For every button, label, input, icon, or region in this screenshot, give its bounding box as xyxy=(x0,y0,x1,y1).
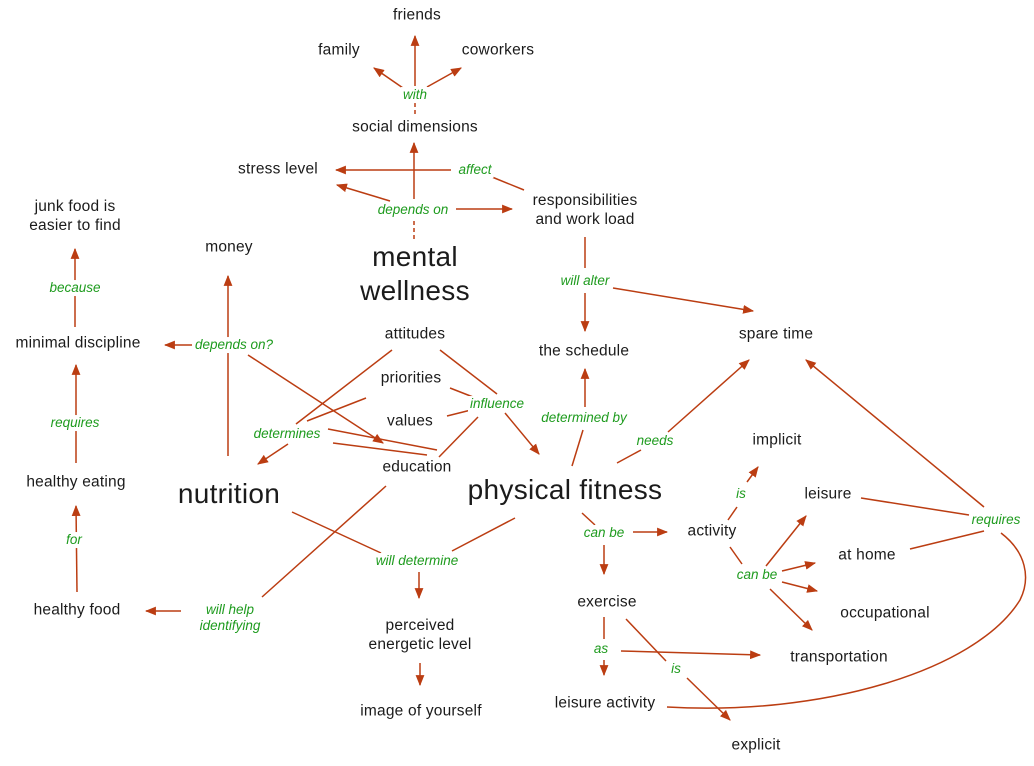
edge-can-be-2-occupational xyxy=(781,581,819,593)
edge-with-family xyxy=(373,67,404,89)
link-label-requires-left[interactable]: requires xyxy=(48,415,102,431)
link-label-is-1[interactable]: is xyxy=(734,486,748,502)
concept-junk-food[interactable]: junk food is easier to find xyxy=(29,198,121,234)
edge-activity-is-1 xyxy=(727,506,738,521)
edge-attitudes-influence xyxy=(439,349,498,395)
concept-minimal-discipline[interactable]: minimal discipline xyxy=(15,334,141,352)
edge-leisure-requires xyxy=(860,497,970,516)
edge-values-determines xyxy=(327,428,438,451)
edge-education-determines xyxy=(332,442,428,456)
link-label-will-alter[interactable]: will alter xyxy=(558,273,612,289)
edge-values-influence xyxy=(446,409,472,417)
concept-education[interactable]: education xyxy=(382,458,452,476)
link-label-needs[interactable]: needs xyxy=(634,433,676,449)
edge-influence-physical-fitness xyxy=(504,412,540,455)
concept-social-dimensions[interactable]: social dimensions xyxy=(352,118,478,136)
edge-priorities-determines xyxy=(306,397,367,422)
concept-responsibilities[interactable]: responsibilities and work load xyxy=(532,192,638,228)
concept-mental-wellness[interactable]: mental wellness xyxy=(360,240,470,306)
edge-is-2-explicit xyxy=(686,677,731,721)
edge-with-coworkers xyxy=(426,67,462,88)
concept-priorities[interactable]: priorities xyxy=(380,369,442,387)
edge-education-influence xyxy=(438,416,479,458)
concept-image-of-yourself[interactable]: image of yourself xyxy=(360,702,482,720)
concept-stress-level[interactable]: stress level xyxy=(238,160,318,178)
concept-values[interactable]: values xyxy=(386,412,434,430)
concept-friends[interactable]: friends xyxy=(393,6,441,24)
concept-the-schedule[interactable]: the schedule xyxy=(538,342,630,360)
link-label-can-be-2[interactable]: can be xyxy=(734,567,780,583)
edge-as-transportation xyxy=(620,650,762,660)
edge-leisure-activity-requires xyxy=(666,532,1027,709)
link-label-is-2[interactable]: is xyxy=(669,661,683,677)
concept-perceived-energetic-level[interactable]: perceived energetic level xyxy=(368,617,472,653)
link-label-affect[interactable]: affect xyxy=(456,162,494,178)
concept-money[interactable]: money xyxy=(205,238,253,256)
link-label-depends-on[interactable]: depends on xyxy=(375,202,451,218)
link-label-as[interactable]: as xyxy=(591,641,611,657)
edge-can-be-2-transportation xyxy=(769,588,813,631)
edge-education-will-help xyxy=(261,485,387,598)
concept-explicit[interactable]: explicit xyxy=(731,736,781,754)
edge-physical-fitness-will-determine xyxy=(451,517,516,552)
link-label-requires-right[interactable]: requires xyxy=(969,512,1023,528)
concept-at-home[interactable]: at home xyxy=(838,546,896,564)
concept-spare-time[interactable]: spare time xyxy=(738,325,814,343)
link-label-determined-by[interactable]: determined by xyxy=(539,410,629,426)
edge-responsibilities-affect xyxy=(491,176,525,191)
edge-requires-spare-time xyxy=(805,359,985,508)
edge-priorities-influence xyxy=(449,387,474,398)
link-label-can-be-1[interactable]: can be xyxy=(581,525,627,541)
edge-at-home-requires xyxy=(909,530,985,550)
edge-physical-fitness-can-be-1 xyxy=(581,512,596,526)
concept-coworkers[interactable]: coworkers xyxy=(461,41,535,59)
concept-physical-fitness[interactable]: physical fitness xyxy=(467,473,663,505)
edge-physical-fitness-determined-by xyxy=(571,429,584,467)
concept-nutrition[interactable]: nutrition xyxy=(177,477,281,509)
edge-nutrition-will-determine xyxy=(291,511,382,554)
concept-attitudes[interactable]: attitudes xyxy=(384,325,446,343)
edge-depends-on-q-education xyxy=(247,354,384,444)
link-label-for[interactable]: for xyxy=(64,532,84,548)
edge-for-healthy-eating xyxy=(71,504,81,593)
concept-leisure-activity[interactable]: leisure activity xyxy=(554,694,656,712)
link-label-determines[interactable]: determines xyxy=(251,426,323,442)
link-label-will-help-identifying[interactable]: will help identifying xyxy=(197,602,263,634)
link-label-will-determine[interactable]: will determine xyxy=(373,553,461,569)
concept-leisure[interactable]: leisure xyxy=(804,485,852,503)
edge-attitudes-determines xyxy=(295,349,393,425)
link-label-with[interactable]: with xyxy=(400,87,430,103)
concept-exercise[interactable]: exercise xyxy=(577,593,637,611)
edge-determines-nutrition xyxy=(257,443,289,465)
edge-is-1-implicit xyxy=(746,466,759,483)
concept-family[interactable]: family xyxy=(318,41,360,59)
concept-implicit[interactable]: implicit xyxy=(752,431,802,449)
edge-can-be-2-at-home xyxy=(781,561,817,572)
concept-healthy-food[interactable]: healthy food xyxy=(33,601,121,619)
edge-depends-on-stress-level xyxy=(335,183,391,202)
edge-can-be-2-leisure xyxy=(765,515,807,567)
link-label-depends-on-q[interactable]: depends on? xyxy=(192,337,276,353)
link-label-influence[interactable]: influence xyxy=(467,396,527,412)
edge-will-alter-spare-time xyxy=(612,287,755,314)
link-label-because[interactable]: because xyxy=(47,280,103,296)
edge-activity-can-be-2 xyxy=(729,546,743,565)
concept-occupational[interactable]: occupational xyxy=(840,604,930,622)
edge-exercise-is-2 xyxy=(625,618,667,662)
concept-activity[interactable]: activity xyxy=(687,522,737,540)
edge-needs-spare-time xyxy=(667,359,750,433)
concept-transportation[interactable]: transportation xyxy=(790,648,888,666)
concept-healthy-eating[interactable]: healthy eating xyxy=(26,473,126,491)
edge-physical-fitness-needs xyxy=(616,449,642,464)
